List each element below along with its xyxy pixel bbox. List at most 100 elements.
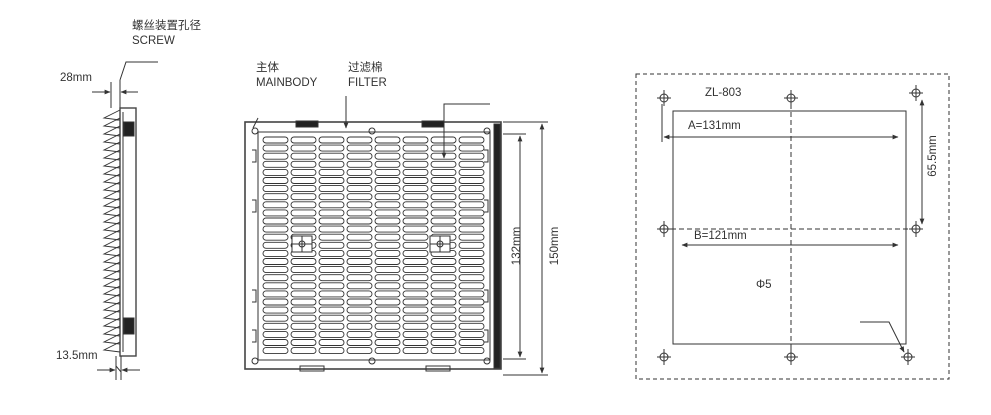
filter-label-cn: 过滤棉 (348, 62, 383, 74)
louver-slot (318, 193, 345, 201)
front-hole-bc (368, 357, 376, 365)
louver-slot (262, 185, 289, 193)
louver-slot (262, 136, 289, 144)
louver-slot (346, 152, 373, 160)
louver-slot (374, 177, 401, 184)
louver-slot (402, 160, 429, 168)
louver-slot (374, 298, 401, 306)
louver-slot (430, 274, 457, 282)
front-hole-br (483, 357, 491, 365)
louver-slot (430, 193, 457, 201)
mounting-hole-crosshair (657, 90, 671, 106)
front-latch-left (295, 120, 319, 128)
dim-outer-label: 150mm (549, 226, 561, 266)
louver-slot (402, 217, 429, 225)
louver-slot (318, 168, 345, 176)
louver-slot (346, 193, 373, 201)
louver-slot (458, 144, 485, 152)
louver-slot (290, 225, 317, 233)
mainbody-label-cn: 主体 (256, 62, 279, 74)
louver-slot (458, 193, 485, 201)
louver-slot (318, 249, 345, 257)
louver-slot (458, 177, 485, 184)
louver-slot (402, 322, 429, 330)
louver-slot (374, 282, 401, 290)
side-latch-top (123, 121, 135, 137)
dim-b-label: B=121mm (694, 230, 747, 242)
louver-slot (374, 241, 401, 249)
louver-slot (402, 282, 429, 290)
right-leader (441, 103, 490, 159)
louver-slot (346, 201, 373, 209)
louver-slot (402, 290, 429, 298)
louver-slot (290, 144, 317, 152)
louver-slot (458, 249, 485, 257)
louver-slot (318, 258, 345, 265)
louver-slot (346, 347, 373, 355)
front-view (244, 96, 548, 376)
louver-slot (290, 274, 317, 282)
louver-slot (262, 201, 289, 209)
louver-slot (430, 314, 457, 322)
side-foot (115, 356, 122, 374)
louver-slot (374, 136, 401, 144)
louver-slot (458, 225, 485, 233)
louver-slot (374, 249, 401, 257)
louver-slot (430, 185, 457, 193)
louver-slot (402, 339, 429, 346)
screw-label-en: SCREW (132, 35, 175, 47)
louver-slot (458, 330, 485, 338)
louver-slot (262, 152, 289, 160)
louver-slot (346, 177, 373, 184)
cutout-rectangle (672, 110, 907, 345)
louver-slot (402, 266, 429, 274)
louver-slot (346, 282, 373, 290)
louver-slot (402, 193, 429, 201)
louver-slot (262, 193, 289, 201)
front-frame-outer (244, 121, 502, 370)
louver-slot (374, 152, 401, 160)
louver-slot (458, 266, 485, 274)
side-depth-top: 28mm (60, 72, 92, 84)
louver-slot (262, 144, 289, 152)
louver-slot (318, 322, 345, 330)
louver-slot (430, 282, 457, 290)
louver-slot (430, 290, 457, 298)
front-hole-bl (251, 357, 259, 365)
louver-slot (346, 185, 373, 193)
louver-slot (262, 347, 289, 355)
louver-slot (262, 282, 289, 290)
louver-slot (318, 347, 345, 355)
louver-slot (430, 258, 457, 265)
louver-slot (458, 306, 485, 314)
louver-slot (262, 225, 289, 233)
louver-slot (290, 290, 317, 298)
louver-slot (290, 201, 317, 209)
louver-slot (290, 339, 317, 346)
side-depth-bottom: 13.5mm (56, 350, 98, 362)
louver-slot (458, 347, 485, 355)
louver-slot (318, 241, 345, 249)
louver-slot (346, 136, 373, 144)
louver-slot (290, 152, 317, 160)
louver-slot (374, 290, 401, 298)
louver-slot (290, 258, 317, 265)
louver-slot (346, 160, 373, 168)
louver-slot (430, 330, 457, 338)
louver-slot (290, 322, 317, 330)
louver-slot (346, 249, 373, 257)
louver-slot (458, 339, 485, 346)
louver-slot (402, 177, 429, 184)
louver-slot (374, 274, 401, 282)
louver-slot (374, 322, 401, 330)
louver-slot (374, 160, 401, 168)
louver-slot (318, 201, 345, 209)
louver-slot (458, 152, 485, 160)
louver-slot (262, 209, 289, 217)
louver-slot (458, 233, 485, 241)
louver-slot (290, 160, 317, 168)
louver-slot (402, 136, 429, 144)
louver-slot (374, 233, 401, 241)
louver-slot (374, 144, 401, 152)
